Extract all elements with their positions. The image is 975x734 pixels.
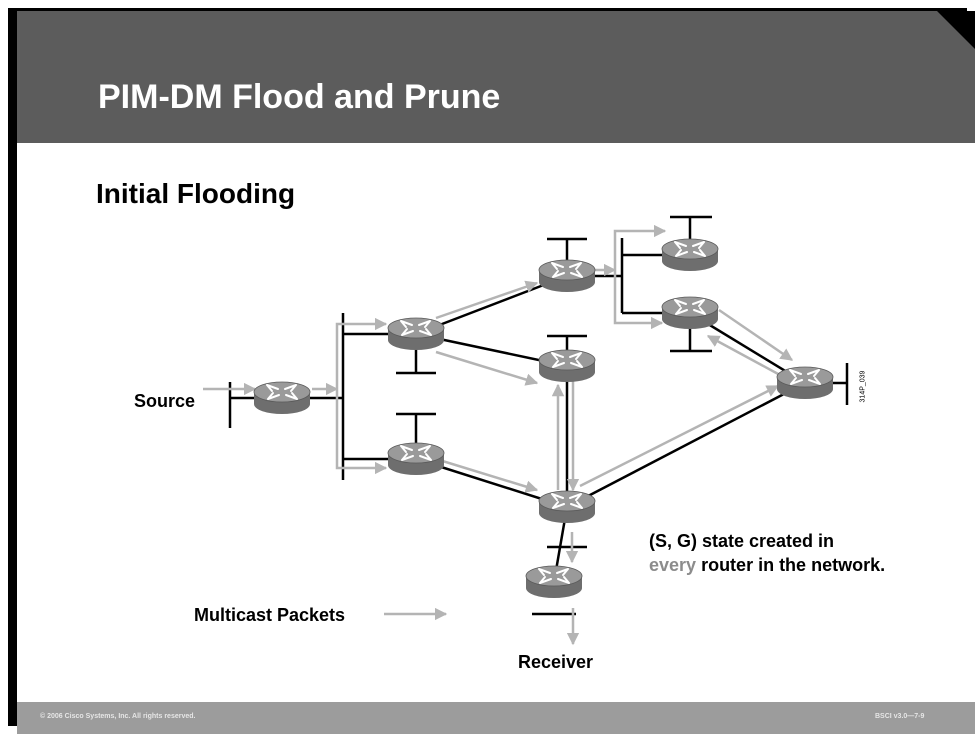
router-icon <box>661 238 719 272</box>
multicast-flow <box>203 224 794 646</box>
multicast-arrow-icon <box>435 457 539 493</box>
state-note: (S, G) state created in every router in … <box>649 529 885 577</box>
multicast-arrow-icon <box>435 350 539 386</box>
router-icon <box>387 317 445 351</box>
router-icon <box>387 442 445 476</box>
multicast-arrow-icon <box>706 334 781 377</box>
footer-bar <box>17 702 975 734</box>
link-r8-r9 <box>566 381 806 509</box>
router-icon <box>538 490 596 524</box>
title-bar <box>17 11 975 143</box>
multicast-arrow-icon <box>435 280 539 320</box>
corner-fold-icon <box>937 11 975 49</box>
footer-copyright: © 2006 Cisco Systems, Inc. All rights re… <box>40 713 196 720</box>
multicast-arrow-icon <box>613 224 667 270</box>
multicast-arrow-icon <box>613 270 664 330</box>
legend-label: Multicast Packets <box>194 605 346 625</box>
figure-id: 314P_039 <box>859 370 867 403</box>
state-note-rest: router in the network. <box>696 555 886 575</box>
state-note-line1: (S, G) state created in <box>649 531 835 551</box>
slide-subtitle: Initial Flooding <box>96 178 296 209</box>
router-icon <box>538 349 596 383</box>
receiver-label: Receiver <box>518 652 594 672</box>
multicast-arrow-icon <box>335 317 388 389</box>
source-label: Source <box>134 391 196 411</box>
state-note-highlight: every <box>649 555 697 575</box>
multicast-arrow-icon <box>579 384 780 488</box>
slide-title: PIM-DM Flood and Prune <box>98 78 501 116</box>
router-icon <box>525 565 583 599</box>
router-icon <box>776 366 834 400</box>
router-icon <box>661 296 719 330</box>
footer-course: BSCI v3.0—7-9 <box>875 713 925 720</box>
multicast-arrow-icon <box>718 308 794 362</box>
state-note-line2: every router in the network. <box>649 553 885 577</box>
multicast-arrow-icon <box>335 389 388 475</box>
router-icon <box>538 259 596 293</box>
router-icon <box>253 381 311 415</box>
